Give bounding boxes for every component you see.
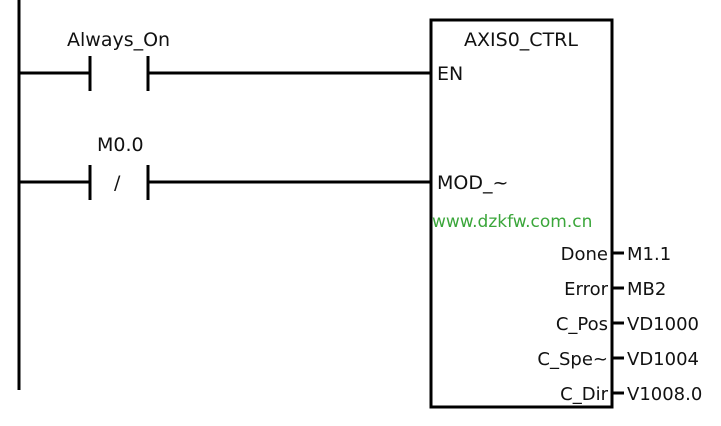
output-pin-label: Error [564, 279, 608, 300]
output-operand: V1008.0 [627, 384, 702, 405]
input-pin-en: EN [437, 63, 463, 85]
contact-always-on[interactable]: Always_On [19, 29, 431, 91]
input-pin-mod: MOD_~ [437, 172, 508, 194]
output-row[interactable]: C_Dir V1008.0 [560, 384, 702, 405]
contact-label: Always_On [67, 29, 170, 51]
output-pin-label: C_Dir [560, 384, 608, 405]
output-operand: M1.1 [627, 244, 671, 265]
block-title: AXIS0_CTRL [464, 29, 578, 51]
output-pin-label: C_Pos [556, 314, 608, 335]
output-operand: VD1004 [627, 349, 699, 370]
output-row[interactable]: Done M1.1 [561, 244, 672, 265]
contact-m0-0[interactable]: M0.0 / [19, 134, 431, 200]
output-operand: VD1000 [627, 314, 699, 335]
output-row[interactable]: C_Spe~ VD1004 [537, 349, 699, 370]
output-row[interactable]: C_Pos VD1000 [556, 314, 699, 335]
block-box [429, 18, 614, 409]
output-row[interactable]: Error MB2 [564, 279, 666, 300]
output-pin-label: Done [561, 244, 608, 265]
contact-label: M0.0 [97, 134, 144, 156]
contact-symbol: / [114, 172, 121, 194]
output-operand: MB2 [627, 279, 666, 300]
output-pin-label: C_Spe~ [537, 349, 608, 370]
function-block[interactable]: AXIS0_CTRL EN MOD_~ [429, 18, 614, 409]
watermark: www.dzkfw.com.cn [432, 212, 592, 232]
